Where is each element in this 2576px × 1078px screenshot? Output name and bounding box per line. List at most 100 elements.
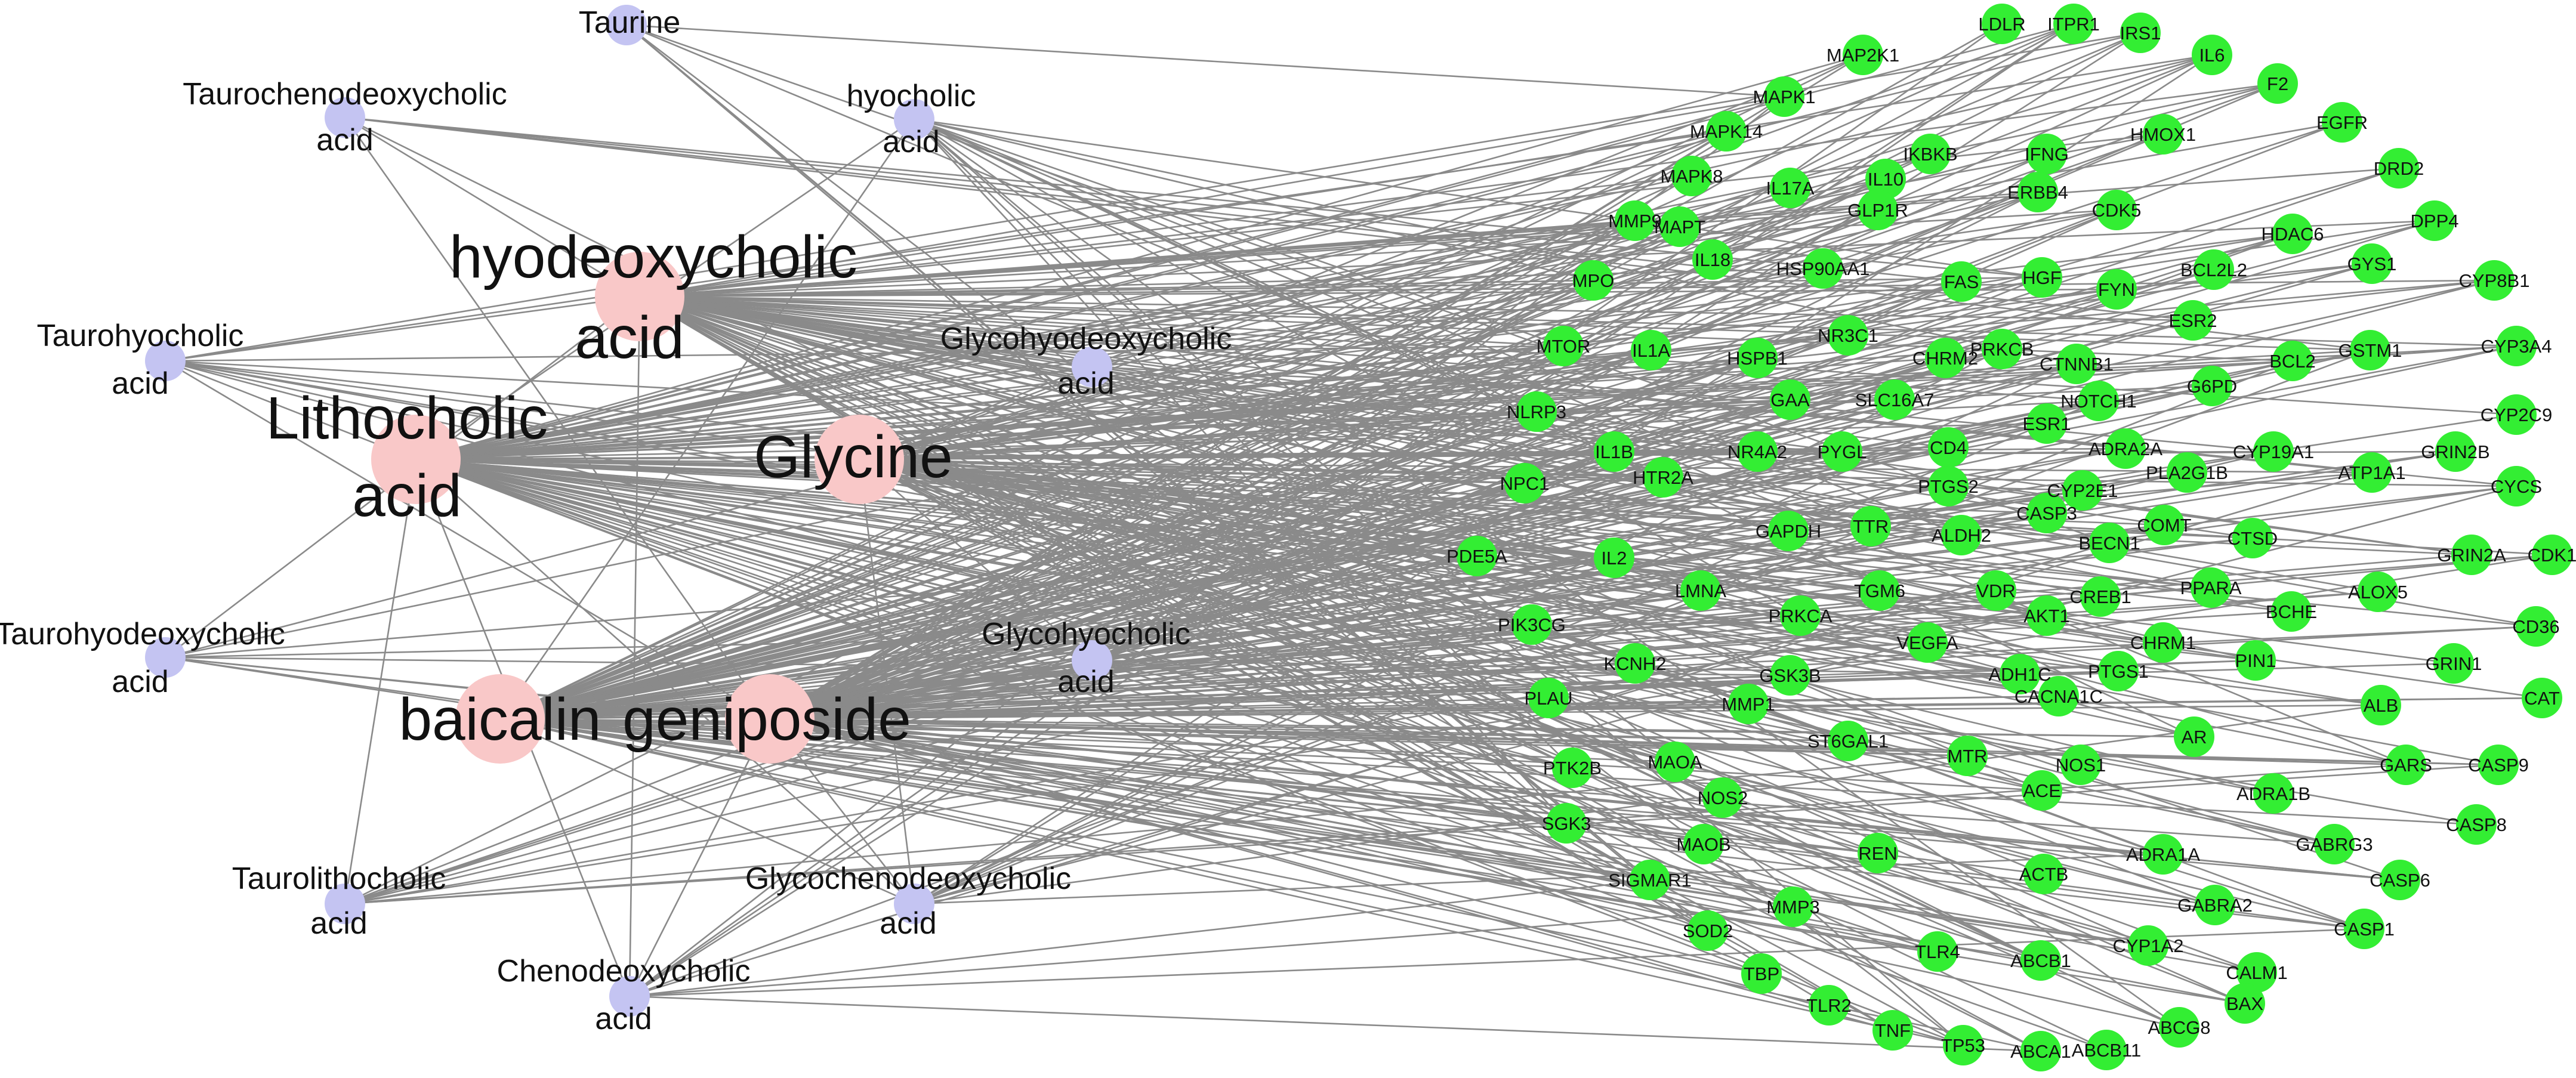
major-node-geniposide[interactable] [725,674,815,764]
target-node-mtr[interactable] [1947,736,1988,776]
target-node-tbp[interactable] [1741,953,1782,994]
target-node-cat[interactable] [2522,678,2562,718]
target-node-tp53[interactable] [1943,1025,1983,1065]
target-node-gars[interactable] [2386,745,2426,785]
target-node-npc1[interactable] [1504,463,1545,504]
target-node-dpp4[interactable] [2414,200,2455,241]
target-node-hdac6[interactable] [2272,214,2313,254]
target-node-gabrg3[interactable] [2314,824,2355,864]
target-node-gaa[interactable] [1770,379,1810,420]
target-node-ren[interactable] [1858,833,1898,873]
target-node-cdk1[interactable] [2532,535,2572,575]
target-node-cyp2e1[interactable] [2062,470,2103,511]
target-node-cyp1a2[interactable] [2128,925,2168,966]
target-node-esr1[interactable] [2026,403,2067,444]
compound-node-taurochenodeoxycholic-acid[interactable] [325,97,365,138]
target-node-pygl[interactable] [1822,431,1862,472]
compound-node-chenodeoxycholic-acid[interactable] [609,976,650,1017]
target-node-prkca[interactable] [1780,595,1821,636]
target-node-grin2b[interactable] [2435,431,2476,472]
compound-node-glycochenodeoxycholic-acid[interactable] [894,884,934,924]
target-node-prkcb[interactable] [1982,329,2022,369]
target-node-nos2[interactable] [1702,777,1743,818]
target-node-mmp1[interactable] [1728,684,1769,724]
target-node-casp9[interactable] [2478,745,2519,785]
target-node-ppara[interactable] [2191,567,2231,608]
target-node-vdr[interactable] [1976,570,2016,611]
target-node-abcb11[interactable] [2086,1030,2127,1070]
target-node-cdk5[interactable] [2096,190,2137,230]
compound-node-glycohyocholic-acid[interactable] [1072,640,1112,681]
target-node-ctnnb1[interactable] [2056,344,2097,384]
target-node-hspb1[interactable] [1737,338,1778,378]
target-node-ptk2b[interactable] [1552,748,1593,788]
target-node-egfr[interactable] [2322,102,2362,143]
target-node-f2[interactable] [2257,63,2298,104]
target-node-mtor[interactable] [1543,326,1584,366]
target-node-gstm1[interactable] [2350,330,2390,370]
target-node-chrm2[interactable] [1925,338,1966,378]
target-node-mapt[interactable] [1659,206,1700,247]
target-node-hgf[interactable] [2022,257,2062,298]
compound-node-glycohyodeoxycholic-acid[interactable] [1072,347,1112,387]
target-node-cyp8b1[interactable] [2474,260,2515,301]
target-node-aldh2[interactable] [1941,515,1982,555]
major-node-baicalin[interactable] [455,674,545,764]
target-node-cyp3a4[interactable] [2496,326,2537,366]
target-node-casp8[interactable] [2456,804,2497,845]
target-node-il1b[interactable] [1594,431,1634,472]
target-node-il18[interactable] [1692,239,1733,280]
target-node-mapk14[interactable] [1706,111,1747,152]
major-node-hyodeoxycholic-acid[interactable] [595,252,684,341]
target-node-ttr[interactable] [1850,506,1891,546]
target-node-erbb4[interactable] [2017,172,2058,212]
compound-node-taurohyocholic-acid[interactable] [145,341,186,381]
target-node-abcg8[interactable] [2159,1007,2199,1048]
target-node-adra2a[interactable] [2105,428,2146,469]
target-node-gabra2[interactable] [2195,885,2235,925]
target-node-pla2g1b[interactable] [2167,452,2207,493]
target-node-il6[interactable] [2192,35,2232,75]
target-node-g6pd[interactable] [2192,366,2232,406]
target-node-vegfa[interactable] [1907,622,1948,663]
target-node-abcb1[interactable] [2020,940,2061,981]
target-node-cd36[interactable] [2516,606,2556,647]
target-node-ace[interactable] [2022,770,2062,811]
target-node-actb[interactable] [2023,854,2064,894]
target-node-tlr2[interactable] [1809,985,1849,1026]
target-node-bcl2l2[interactable] [2194,249,2234,290]
target-node-tnf[interactable] [1872,1010,1913,1051]
target-node-alox5[interactable] [2358,572,2398,612]
target-node-ikbkb[interactable] [1910,134,1951,174]
target-node-calm1[interactable] [2236,952,2277,993]
target-node-cyp2c9[interactable] [2496,394,2537,435]
target-node-itpr1[interactable] [2053,4,2094,44]
target-node-mmp3[interactable] [1773,887,1813,927]
target-node-grin1[interactable] [2433,643,2474,684]
target-node-bcl2[interactable] [2272,341,2313,381]
major-node-lithocholic-acid[interactable] [371,415,461,504]
target-node-casp3[interactable] [2026,493,2067,533]
target-node-notch1[interactable] [2078,381,2119,421]
target-node-akt1[interactable] [2026,595,2067,636]
target-node-casp6[interactable] [2380,860,2420,900]
target-node-pde5a[interactable] [1457,536,1497,576]
target-node-kcnh2[interactable] [1615,643,1655,684]
target-node-pin1[interactable] [2235,640,2276,681]
target-node-ar[interactable] [2174,716,2214,757]
target-node-map2k1[interactable] [1843,35,1883,75]
target-node-casp1[interactable] [2344,909,2384,949]
target-node-bax[interactable] [2225,983,2265,1024]
target-node-drd2[interactable] [2378,148,2419,189]
target-node-nr3c1[interactable] [1828,315,1868,356]
target-node-nos1[interactable] [2060,745,2101,785]
target-node-glp1r[interactable] [1858,190,1898,230]
target-node-tgm6[interactable] [1859,570,1900,611]
target-node-hsp90aa1[interactable] [1803,248,1843,289]
target-node-hmox1[interactable] [2143,114,2183,155]
target-node-adra1a[interactable] [2143,834,2183,875]
major-node-glycine[interactable] [815,415,904,504]
target-node-gapdh[interactable] [1768,511,1809,551]
target-node-alb[interactable] [2361,685,2401,725]
target-node-atp1a1[interactable] [2352,452,2392,493]
